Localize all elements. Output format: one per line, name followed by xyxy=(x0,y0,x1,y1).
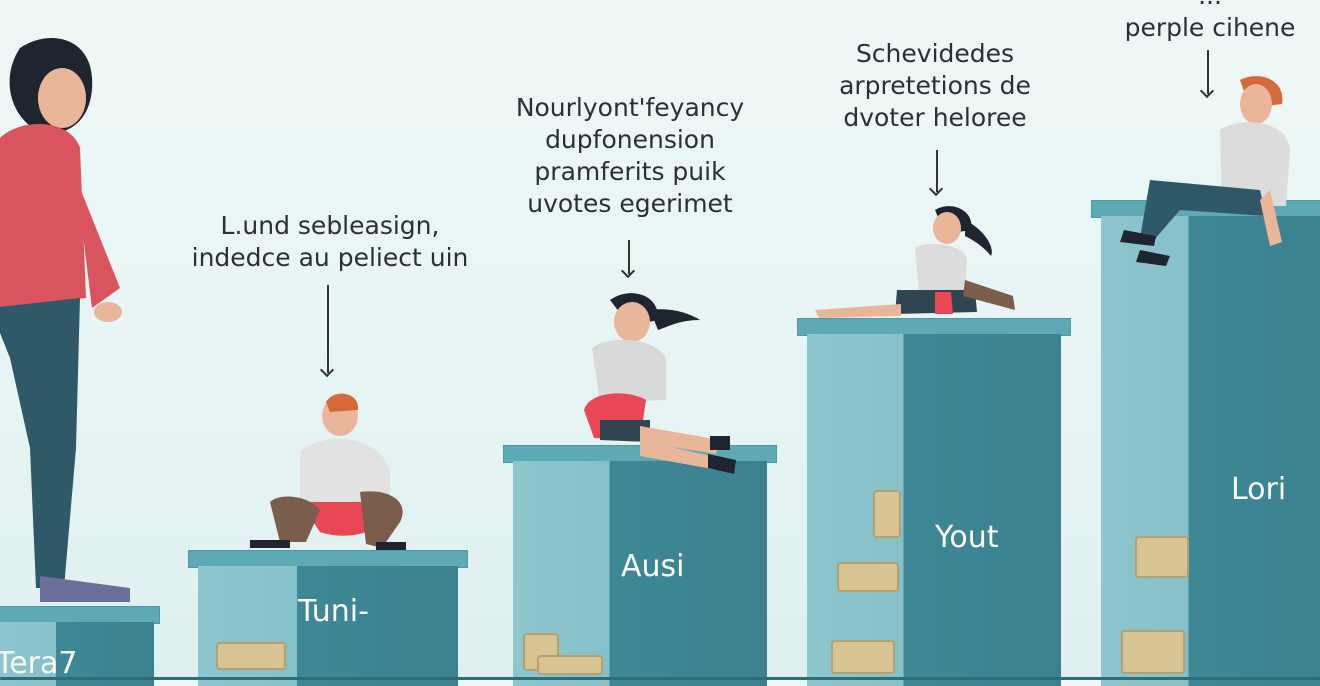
step-label: Yout xyxy=(935,520,999,555)
plinth-body xyxy=(1101,216,1320,686)
sitting-woman-figure xyxy=(584,293,736,474)
brick-icon xyxy=(873,490,901,538)
standing-woman-figure xyxy=(0,38,130,602)
brick-icon xyxy=(837,562,899,592)
brick-icon xyxy=(831,640,895,674)
brick-icon xyxy=(1121,630,1185,674)
step-label: Tuni- xyxy=(298,594,369,629)
caption-line: dvoter heloree xyxy=(843,103,1027,132)
arrow-down-icon xyxy=(936,150,938,192)
caption-step-5: ... perple cihene xyxy=(1110,0,1310,44)
caption-line: perple cihene xyxy=(1124,13,1296,42)
step-label: Lori xyxy=(1231,472,1287,507)
step-plinth-1: Tera7 xyxy=(0,606,160,686)
step-label: Ausi xyxy=(621,549,685,584)
caption-line: Nourlyont'feyancy xyxy=(515,93,745,122)
caption-line: Schevidedes xyxy=(855,39,1015,68)
caption-step-2: L.und sebleasign, indedce au peliect uin xyxy=(170,210,490,274)
brick-icon xyxy=(216,642,286,670)
brick-icon xyxy=(1135,536,1189,578)
caption-line: dupfonension xyxy=(545,125,715,154)
caption-line: pramferits puik xyxy=(534,157,726,186)
ground-line xyxy=(0,677,1320,680)
brick-icon xyxy=(537,655,603,675)
caption-line: indedce au peliect uin xyxy=(191,243,469,272)
caption-step-3: Nourlyont'feyancy dupfonension pramferit… xyxy=(490,92,770,220)
caption-line: arpretetions de xyxy=(839,71,1031,100)
caption-line: L.und sebleasign, xyxy=(220,211,440,240)
crouching-woman-figure xyxy=(250,393,406,550)
plinth-body xyxy=(0,622,154,686)
seated-woman-figure xyxy=(1120,76,1290,266)
step-plinth-2: Tuni- xyxy=(188,550,468,686)
step-plinth-4: Yout xyxy=(797,318,1071,686)
arrow-down-icon xyxy=(327,285,329,373)
arrow-down-icon xyxy=(628,240,630,274)
plinth-body xyxy=(807,334,1061,686)
step-label: Tera7 xyxy=(0,646,78,681)
caption-step-4: Schevidedes arpretetions de dvoter helor… xyxy=(815,38,1055,134)
stretching-woman-figure xyxy=(815,206,1015,318)
caption-line: uvotes egerimet xyxy=(527,189,733,218)
caption-line: ... xyxy=(1110,0,1310,12)
step-plinth-5: Lori xyxy=(1091,200,1320,686)
arrow-down-icon xyxy=(1207,50,1209,94)
